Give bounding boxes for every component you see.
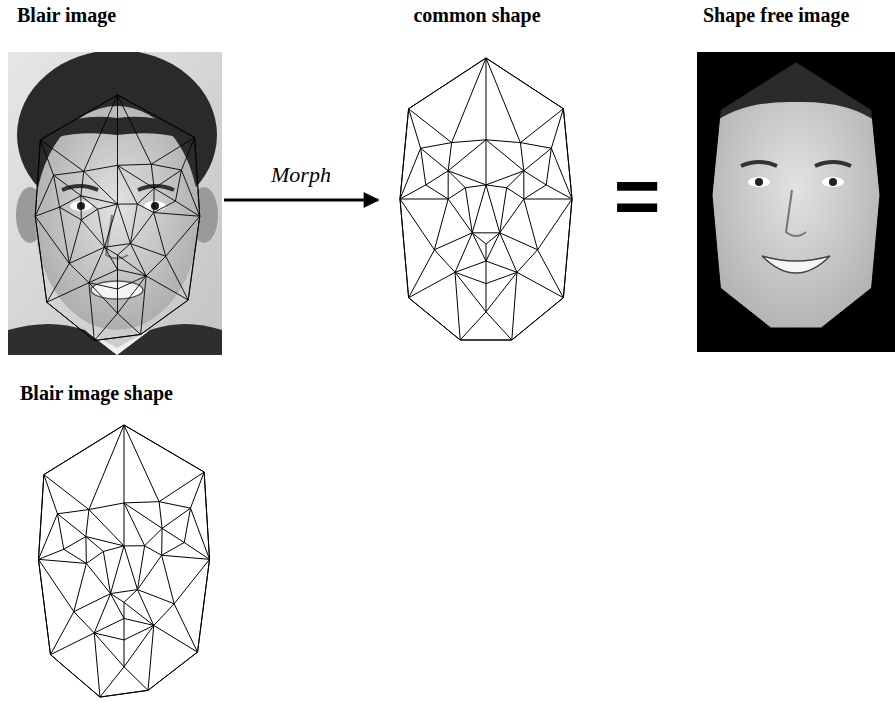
face-skin bbox=[697, 52, 895, 352]
eyebrow bbox=[815, 162, 851, 166]
smile bbox=[762, 256, 830, 273]
triangle-mesh bbox=[38, 425, 209, 697]
image-panel: Blair image bbox=[8, 2, 222, 355]
image-panel: common shape bbox=[380, 2, 574, 342]
mesh-outline bbox=[38, 425, 209, 697]
morph-arrow bbox=[224, 199, 378, 202]
pupil bbox=[151, 202, 159, 210]
pupil bbox=[755, 178, 763, 186]
nose bbox=[786, 190, 806, 236]
hair bbox=[700, 52, 892, 135]
hair-fringe bbox=[30, 117, 204, 150]
shape-free-photo bbox=[697, 52, 895, 352]
eyebrow bbox=[741, 162, 777, 166]
mesh-outline bbox=[400, 58, 572, 340]
blair-photo bbox=[8, 52, 222, 355]
blair-shape-mesh bbox=[38, 425, 209, 697]
warped-face bbox=[697, 52, 895, 352]
photo-background bbox=[697, 52, 895, 352]
image-panel: Shape free image bbox=[695, 2, 893, 352]
nose bbox=[106, 215, 128, 259]
image-panel: Blair image shape bbox=[15, 380, 225, 706]
common-shape-mesh bbox=[400, 58, 572, 340]
eyebrow bbox=[62, 186, 98, 190]
triangle-mesh bbox=[35, 95, 200, 341]
pupil bbox=[829, 178, 837, 186]
face-mesh bbox=[35, 95, 200, 341]
panel-heading: Shape free image bbox=[703, 2, 849, 28]
eye bbox=[748, 177, 770, 187]
face-outline bbox=[712, 62, 880, 328]
equals-sign: = bbox=[614, 156, 661, 236]
eye bbox=[822, 177, 844, 187]
edge-label: Morph bbox=[271, 162, 331, 188]
panel-heading: common shape bbox=[413, 2, 540, 28]
mesh-outline bbox=[35, 95, 200, 341]
panel-heading: Blair image shape bbox=[20, 380, 173, 406]
panel-heading: Blair image bbox=[17, 2, 116, 28]
suit bbox=[8, 324, 222, 355]
triangle-mesh bbox=[400, 58, 572, 340]
